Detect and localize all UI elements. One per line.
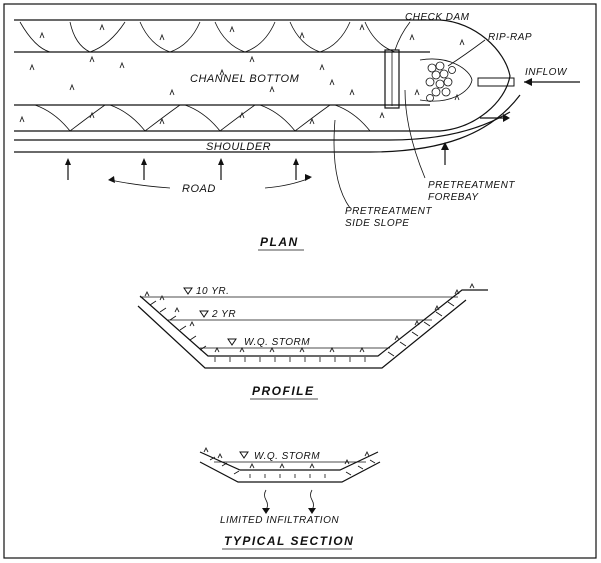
typical-section-view: W.Q. STORM LIMITED INFILTRATION TYPICAL … <box>199 446 381 550</box>
road-flow-arrows <box>65 114 510 180</box>
title-plan: PLAN <box>260 235 299 249</box>
section-grass <box>203 446 370 469</box>
plan-view: CHECK DAM RIP-RAP INFLOW CHANNEL BOTTOM … <box>14 12 580 251</box>
label-wq-storm: W.Q. STORM <box>244 337 310 348</box>
bottom-slope-scallops <box>34 104 371 132</box>
leader-forebay <box>404 89 426 179</box>
infiltration-arrowhead-left <box>262 508 270 514</box>
leader-rip-rap <box>447 39 486 67</box>
forebay-outline <box>419 58 473 102</box>
section-wq-marker <box>239 451 249 459</box>
label-channel-bottom: CHANNEL BOTTOM <box>190 73 300 85</box>
label-rip-rap: RIP-RAP <box>488 32 532 43</box>
label-pretreatment-forebay-1: PRETREATMENT <box>428 180 515 191</box>
label-section-wq-storm: W.Q. STORM <box>254 451 320 462</box>
profile-view: 10 YR. 2 YR W.Q. STORM PROFILE <box>137 282 488 400</box>
label-pretreatment-forebay-2: FOREBAY <box>428 192 479 203</box>
shoulder-line <box>14 111 511 141</box>
label-check-dam: CHECK DAM <box>405 12 470 23</box>
leader-side-slope <box>333 119 351 209</box>
section-outer-line <box>199 461 381 483</box>
plan-grass-marks <box>19 23 465 125</box>
rip-rap-stones <box>425 61 456 102</box>
top-slope-scallops <box>19 21 396 53</box>
inflow-arrowhead <box>524 78 532 86</box>
profile-outer-line <box>137 299 467 369</box>
infiltration-arrow-left <box>264 489 268 511</box>
profile-grass <box>144 282 475 353</box>
label-pretreatment-side-slope-1: PRETREATMENT <box>345 206 432 217</box>
infiltration-arrowhead-right <box>308 508 316 514</box>
label-inflow: INFLOW <box>525 67 568 78</box>
figure-frame <box>3 3 597 559</box>
label-2yr: 2 YR <box>211 309 236 320</box>
label-pretreatment-side-slope-2: SIDE SLOPE <box>345 218 409 229</box>
road-arrow-left-head <box>108 176 115 183</box>
marker-10yr <box>183 287 193 295</box>
road-arrow-right-head <box>305 174 312 181</box>
section-soil-hatch <box>209 456 376 478</box>
label-limited-infiltration: LIMITED INFILTRATION <box>220 515 339 526</box>
label-10yr: 10 YR. <box>196 286 229 297</box>
title-typical-section: TYPICAL SECTION <box>224 534 354 548</box>
profile-soil-hatch <box>149 300 455 362</box>
inflow-pipe <box>477 77 515 87</box>
label-road: ROAD <box>182 183 216 195</box>
infiltration-arrow-right <box>310 489 314 511</box>
label-shoulder: SHOULDER <box>206 141 271 153</box>
road-curve <box>14 94 521 153</box>
title-profile: PROFILE <box>252 384 315 398</box>
check-dam <box>384 49 400 109</box>
leader-check-dam <box>394 21 411 51</box>
marker-wq <box>227 338 237 346</box>
marker-2yr <box>199 310 209 318</box>
section-ground-line <box>199 451 379 471</box>
channel-top-edge <box>14 19 511 132</box>
profile-ground-line <box>139 289 488 357</box>
